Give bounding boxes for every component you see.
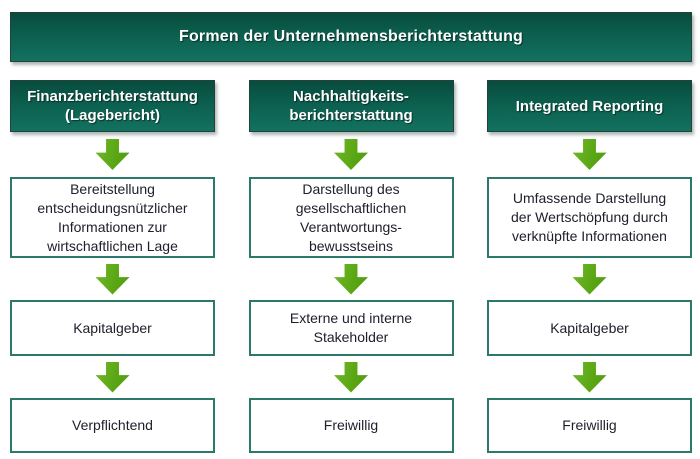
arrow-zone: [10, 258, 215, 300]
down-arrow-icon: [334, 361, 368, 393]
column-header-finanzberichterstattung: Finanzberichterstattung (Lagebericht): [10, 80, 215, 132]
purpose-box: Umfassende Darstellung der Wertschöpfung…: [487, 177, 692, 258]
audience-label: Kapitalgeber: [73, 319, 152, 336]
column-finanzberichterstattung: Finanzberichterstattung (Lagebericht) Be…: [10, 80, 215, 453]
obligation-label: Freiwillig: [323, 417, 379, 433]
column-header-label: Nachhaltigkeits- berichterstattung: [289, 88, 413, 124]
column-nachhaltigkeitsberichterstattung: Nachhaltigkeits- berichterstattung Darst…: [248, 80, 454, 453]
obligation-box: Freiwillig: [487, 398, 692, 453]
arrow-zone: [249, 356, 454, 398]
down-arrow-icon: [95, 263, 130, 295]
purpose-box: Bereitstellung entscheidungsnützlicher I…: [10, 177, 215, 258]
obligation-box: Verpflichtend: [10, 398, 215, 453]
arrow-zone: [487, 132, 692, 177]
purpose-label: Darstellung des gesellschaftlichen Veran…: [295, 180, 407, 254]
down-arrow-icon: [334, 263, 368, 295]
diagram-columns: Finanzberichterstattung (Lagebericht) Be…: [10, 80, 692, 453]
arrow-zone: [249, 132, 454, 177]
arrow-zone: [10, 356, 215, 398]
audience-box: Kapitalgeber: [487, 300, 692, 356]
column-integrated-reporting: Integrated Reporting Umfassende Darstell…: [487, 80, 692, 453]
audience-label: Externe und interne Stakeholder: [289, 310, 413, 345]
obligation-box: Freiwillig: [248, 398, 454, 453]
diagram-title-banner: Formen der Unternehmensberichterstattung: [10, 12, 692, 62]
purpose-label: Bereitstellung entscheidungsnützlicher I…: [37, 180, 188, 254]
down-arrow-icon: [95, 139, 130, 170]
down-arrow-icon: [95, 361, 130, 393]
arrow-zone: [10, 132, 215, 177]
column-header-label: Integrated Reporting: [515, 97, 664, 115]
column-header-label: Finanzberichterstattung (Lagebericht): [27, 88, 198, 124]
arrow-zone: [249, 258, 454, 300]
arrow-zone: [487, 356, 692, 398]
purpose-label: Umfassende Darstellung der Wertschöpfung…: [511, 190, 668, 244]
down-arrow-icon: [572, 263, 607, 295]
arrow-zone: [487, 258, 692, 300]
audience-label: Kapitalgeber: [550, 319, 629, 336]
diagram-title: Formen der Unternehmensberichterstattung: [178, 28, 524, 45]
down-arrow-icon: [334, 139, 368, 170]
purpose-box: Darstellung des gesellschaftlichen Veran…: [248, 177, 454, 258]
obligation-label: Freiwillig: [562, 417, 617, 433]
obligation-label: Verpflichtend: [72, 417, 153, 433]
down-arrow-icon: [572, 361, 607, 393]
down-arrow-icon: [572, 139, 607, 170]
column-header-integrated-reporting: Integrated Reporting: [487, 80, 692, 132]
column-header-nachhaltigkeitsberichterstattung: Nachhaltigkeits- berichterstattung: [248, 80, 454, 132]
audience-box: Externe und interne Stakeholder: [248, 300, 454, 356]
audience-box: Kapitalgeber: [10, 300, 215, 356]
